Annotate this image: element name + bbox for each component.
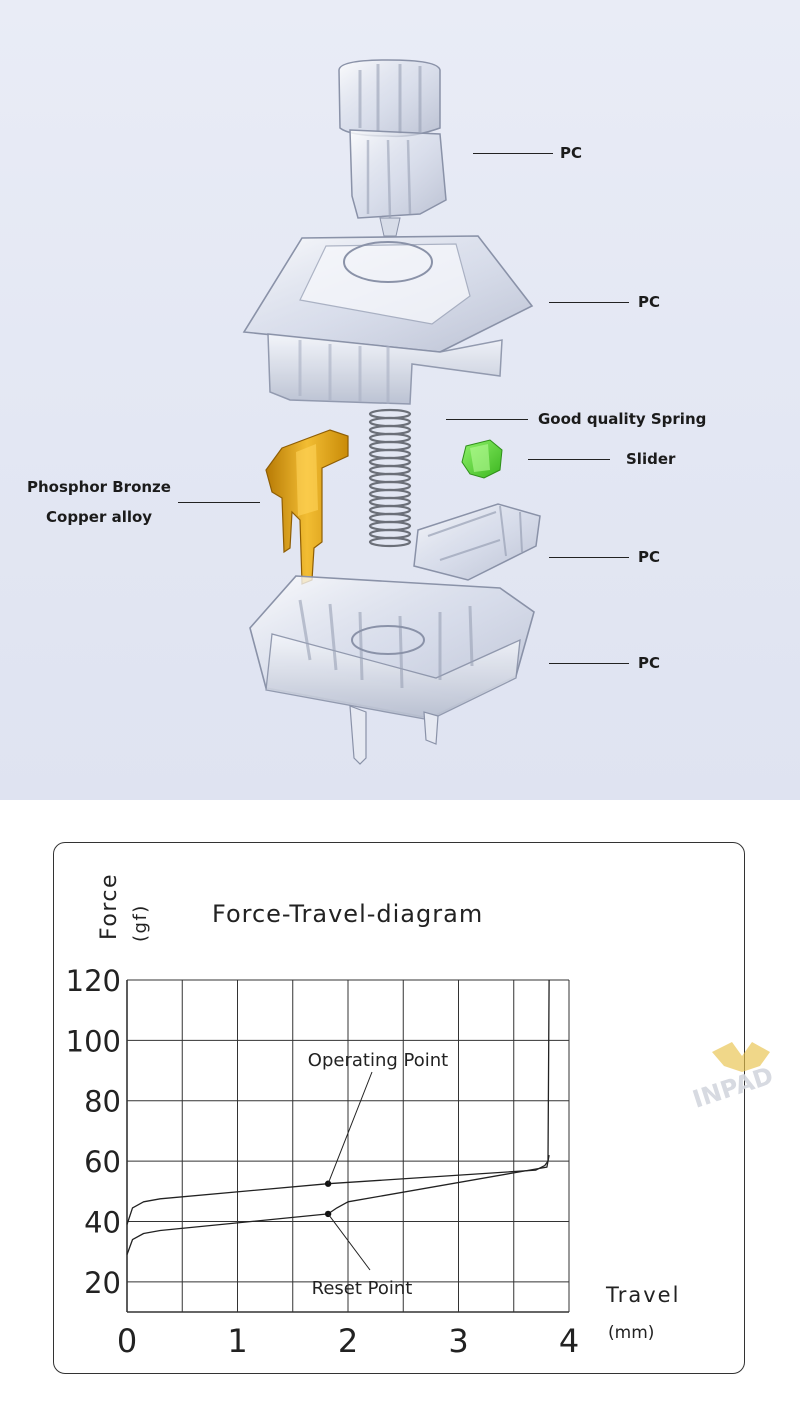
label-pc-bottom-housing: PC bbox=[638, 654, 661, 672]
chart-ticks-group: 0 1 2 3 4 20 40 60 80 100 120 bbox=[66, 964, 580, 1360]
bottom-housing-part bbox=[249, 575, 535, 765]
leader-line-stem bbox=[473, 153, 553, 154]
label-slider: Slider bbox=[626, 450, 676, 468]
inpad-watermark-logo: INPAD bbox=[690, 1042, 777, 1114]
contact-leaf-part bbox=[265, 429, 349, 585]
exploded-switch-illustration bbox=[242, 59, 541, 765]
slider-part bbox=[461, 439, 503, 479]
leader-line-slider bbox=[528, 459, 610, 460]
leader-line-spring bbox=[446, 419, 528, 420]
top-housing-part bbox=[242, 235, 534, 405]
x-tick-label: 0 bbox=[117, 1322, 137, 1360]
y-tick-label: 60 bbox=[84, 1145, 121, 1179]
point-leader-line bbox=[327, 1213, 371, 1271]
chart-series-group bbox=[126, 979, 550, 1255]
point-leader-line bbox=[327, 1071, 373, 1184]
leader-line-top-housing bbox=[549, 302, 629, 303]
y-tick-label: 120 bbox=[66, 964, 121, 998]
label-spring: Good quality Spring bbox=[538, 410, 707, 428]
chart-grid bbox=[126, 979, 570, 1313]
x-tick-label: 4 bbox=[559, 1322, 579, 1360]
chart-title: Force-Travel-diagram bbox=[212, 900, 483, 928]
label-pc-top-housing: PC bbox=[638, 293, 661, 311]
y-tick-label: 40 bbox=[84, 1205, 121, 1239]
x-tick-label: 1 bbox=[227, 1322, 247, 1360]
chart-frame bbox=[53, 842, 745, 1374]
label-pc-stem: PC bbox=[560, 144, 583, 162]
label-pc-slider-holder: PC bbox=[638, 548, 661, 566]
watermark-text: INPAD bbox=[690, 1061, 777, 1113]
y-tick-label: 20 bbox=[84, 1266, 121, 1300]
point-label: Reset Point bbox=[312, 1278, 413, 1299]
x-axis-unit: (mm) bbox=[608, 1323, 654, 1343]
spring-part bbox=[368, 408, 412, 548]
leader-line-bottom-housing bbox=[549, 663, 629, 664]
spring-coil bbox=[368, 536, 412, 548]
force-curve-line bbox=[126, 979, 550, 1225]
label-phosphor-line2: Copper alloy bbox=[46, 508, 153, 526]
y-tick-label: 100 bbox=[66, 1024, 121, 1058]
point-label: Operating Point bbox=[308, 1050, 448, 1071]
x-tick-label: 2 bbox=[338, 1322, 358, 1360]
leader-line-slider-holder bbox=[549, 557, 629, 558]
y-axis-unit: (gf) bbox=[130, 904, 151, 942]
x-tick-label: 3 bbox=[448, 1322, 468, 1360]
y-axis-label: Force bbox=[97, 873, 122, 940]
label-phosphor-line1: Phosphor Bronze bbox=[27, 478, 171, 496]
leader-line-contact bbox=[178, 502, 260, 503]
force-curve-line bbox=[126, 1154, 550, 1255]
x-axis-label: Travel bbox=[605, 1283, 680, 1307]
stem-part bbox=[338, 59, 447, 237]
slider-holder-part bbox=[413, 503, 541, 581]
exploded-view-panel: PC PC Good quality Spring Slider Phospho… bbox=[0, 0, 800, 800]
y-tick-label: 80 bbox=[84, 1085, 121, 1119]
